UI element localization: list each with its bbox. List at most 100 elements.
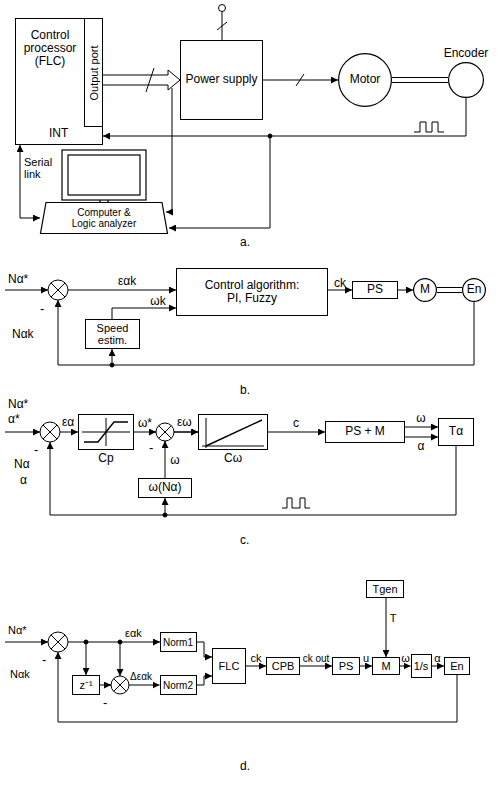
process-box: Norm2 [160,675,197,695]
controller-text: Cp [98,452,113,465]
sign-label: - [103,696,107,710]
junction-arrow [105,685,111,686]
signal-label: Nαk [12,328,34,341]
process-box: FLC [212,648,246,684]
summing-junction [111,676,129,694]
signal-label: ωk [150,295,165,308]
encoder-circle: En [462,278,486,302]
encoder-circle-outline [463,279,486,302]
motor-text: M [420,283,430,296]
signal-label: Δεαk [130,671,152,682]
signal-arrow [405,427,438,428]
delay-text: z⁻¹ [79,679,92,691]
signal-label: α [434,652,440,664]
motor-text: Motor [350,73,381,86]
process-box: ω(Nα) [138,478,192,498]
process-text: Speed estim. [93,322,133,346]
signal-label: ck [334,277,346,290]
encoder-signal [103,98,466,136]
motor-circle-outline [339,54,392,107]
motor-shaft [437,288,462,293]
process-box: M [372,657,400,675]
junction-arrow [105,432,165,685]
process-text: Control algorithm: PI, Fuzzy [197,279,307,305]
signal-arrow [197,676,213,685]
summing-junction [48,632,68,652]
process-box: Speed estim. [85,319,140,349]
process-text: PS + M [345,425,385,438]
signal-arrow [398,290,413,291]
motor-shaft [437,287,462,288]
sign-label: - [34,443,38,457]
process-box: PS [352,281,398,299]
junction-arrow [165,441,166,447]
process-box: En [444,657,470,675]
signal-label: Nα [14,458,30,471]
computer-screen [62,150,146,200]
delay-box: z⁻¹ [72,675,100,695]
bus-slash [296,74,304,86]
torque-arrow [386,598,387,657]
computer-screen [62,150,146,202]
pulse-signal [282,498,310,508]
encoder-circle-outline [448,62,484,98]
summing-junction [43,425,57,439]
power-supply-text: Power supply [185,73,257,86]
motor-shaft [392,82,448,83]
signal-arrow [360,666,372,667]
encoder-circle-outline [449,63,484,98]
panel-label: b. [240,384,250,397]
sign-label: - [40,302,44,316]
signal-arrow [112,308,176,319]
signal-label: εαk [118,275,136,288]
feedback-arrow [165,446,456,515]
bus-slash [146,68,154,92]
data-bus-arrow [102,70,180,90]
computer-screen [68,155,140,195]
process-text: PS [339,660,354,672]
signal-label: u [363,652,369,664]
controller-characteristic [84,422,128,442]
process-text: Tgen [372,583,397,595]
signal-arrow [100,685,160,686]
process-text: Tα [449,425,463,438]
process-text: CPB [272,660,295,672]
process-text: Norm2 [163,680,193,691]
controller-characteristic [82,418,130,446]
process-box: PS + M [325,421,405,443]
sign-label: - [149,441,153,455]
encoder-text: En [467,283,482,296]
process-text: FLC [219,660,240,672]
power-supply-box: Power supply [180,40,263,120]
signal-label: εαk [125,627,142,639]
process-box: Tα [438,418,474,446]
probe-wire [169,136,270,228]
signal-label: εα [62,416,74,429]
link-label: Serial link [24,156,58,180]
encoder-text: Encoder [444,47,489,60]
signal-label: Nαk [10,668,30,680]
mains-input [219,5,226,12]
process-box: Norm1 [160,632,197,652]
panel-label: d. [240,760,250,773]
panel-label: c. [240,534,249,547]
controller-characteristic [202,418,264,448]
motor-circle: M [413,278,437,302]
junction-arrow [150,432,156,433]
summing-junction [40,422,60,442]
signal-wire [120,642,121,676]
signal-wire [84,640,88,644]
process-box: Control algorithm: PI, Fuzzy [176,268,328,316]
signal-arrow [432,666,445,667]
signal-label: ω [401,652,410,664]
summing-junction [51,283,65,297]
signal-label: εω [177,416,192,429]
signal-arrow [300,666,332,667]
motor-shaft [392,77,448,78]
signal-label: ck [251,652,262,664]
signal-wire [118,640,122,644]
controller-characteristic [82,418,264,448]
signal-label: α [20,474,27,487]
signal-wire [5,642,48,643]
